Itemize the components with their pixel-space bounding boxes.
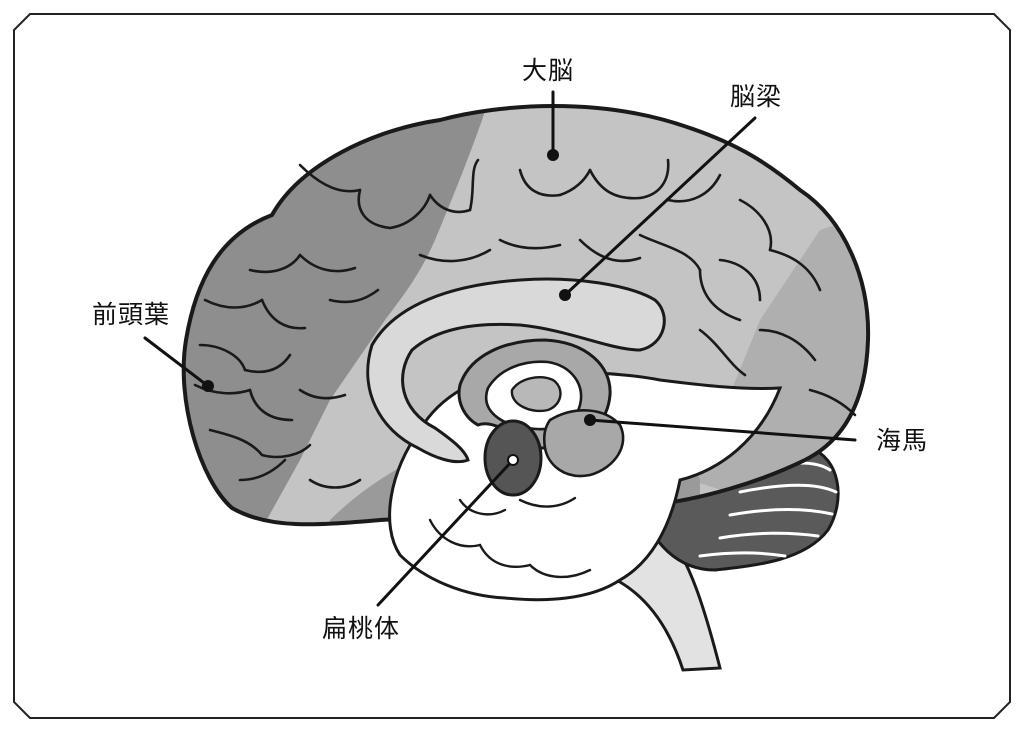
- leader-dots: [202, 149, 596, 466]
- leader-lines: [143, 90, 857, 607]
- dot-hippocampus: [584, 414, 596, 426]
- label-cerebrum: 大脳: [522, 56, 575, 85]
- diencephalon-folds: [428, 496, 592, 579]
- leader-line-frontal-lobe: [143, 336, 210, 388]
- thalamus-core: [510, 376, 562, 413]
- dot-corpus-callosum: [559, 289, 571, 301]
- gyri-lines: [193, 158, 857, 489]
- corpus-callosum: [366, 277, 666, 464]
- dot-cerebrum: [547, 149, 559, 161]
- label-corpus-callosum: 脳梁: [730, 82, 783, 111]
- label-amygdala: 扁桃体: [322, 614, 401, 643]
- dot-amygdala: [507, 454, 519, 466]
- dot-frontal-lobe: [202, 380, 214, 392]
- leader-line-hippocampus: [588, 418, 857, 442]
- leader-line-amygdala: [376, 458, 515, 607]
- cerebellum-folds: [698, 461, 838, 558]
- label-frontal-lobe: 前頭葉: [92, 300, 171, 329]
- hippocampus-region: [542, 409, 625, 478]
- leader-line-corpus-callosum: [563, 116, 757, 297]
- label-hippocampus: 海馬: [876, 426, 929, 455]
